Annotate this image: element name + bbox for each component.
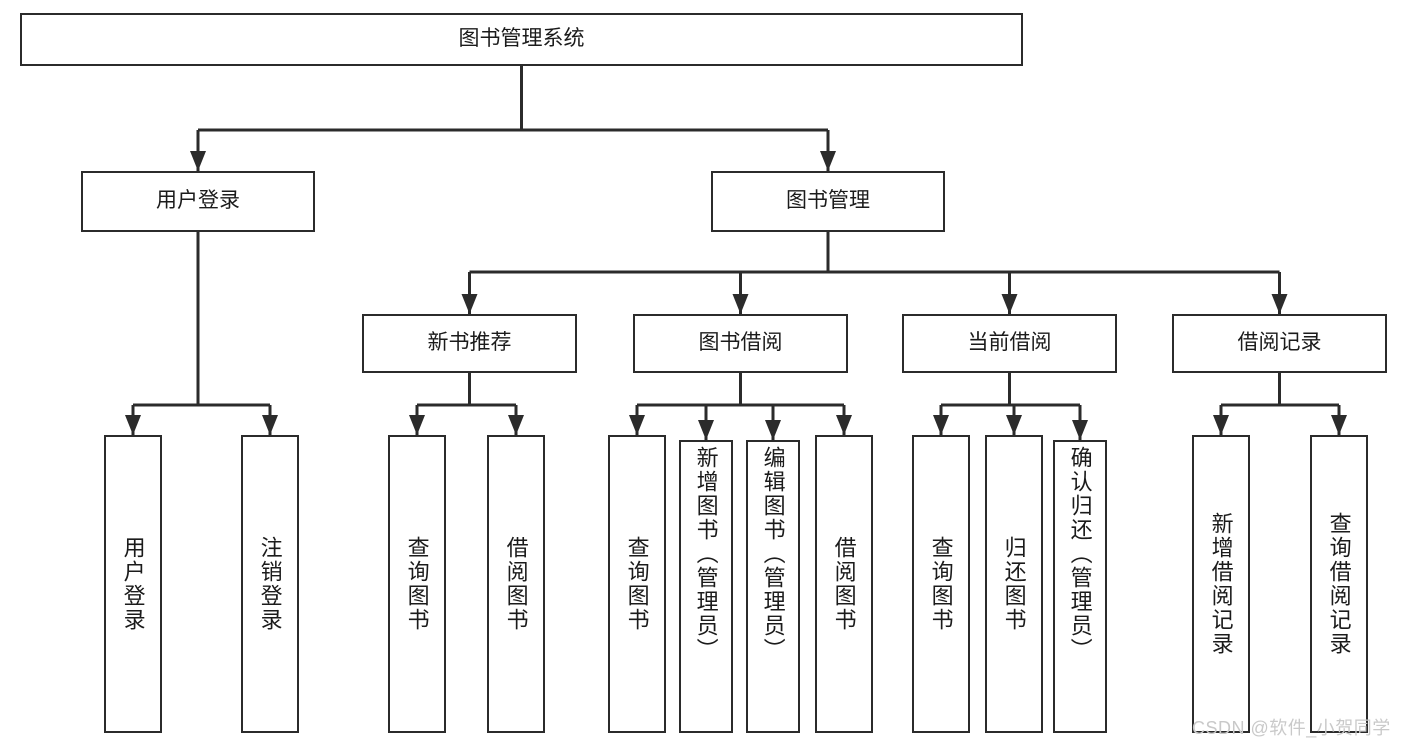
arrowhead-leaf-add-record <box>1213 415 1229 435</box>
node-label: 新书推荐 <box>427 331 512 355</box>
arrowhead-leaf-borrow-book-1 <box>508 415 524 435</box>
arrowhead-book-borrow <box>732 294 749 314</box>
node-book-borrow[interactable]: 图书借阅 <box>633 314 848 373</box>
node-user-login[interactable]: 用户登录 <box>81 171 315 232</box>
arrowhead-user-login <box>190 151 206 171</box>
node-label: 用户登录 <box>156 189 240 213</box>
arrowhead-leaf-return-book <box>1006 415 1022 435</box>
node-label: 注销登录 <box>257 536 283 632</box>
arrowhead-leaf-query-book-3 <box>933 415 949 435</box>
arrowhead-leaf-edit-book <box>765 420 781 440</box>
node-leaf-query-book-2[interactable]: 查询图书 <box>608 435 666 733</box>
node-label: 新增借阅记录 <box>1208 512 1234 656</box>
node-leaf-borrow-book-2[interactable]: 借阅图书 <box>815 435 873 733</box>
node-label: 新增图书（管理员） <box>693 446 719 662</box>
node-leaf-return-book[interactable]: 归还图书 <box>985 435 1043 733</box>
node-leaf-query-record[interactable]: 查询借阅记录 <box>1310 435 1368 733</box>
node-leaf-borrow-book-1[interactable]: 借阅图书 <box>487 435 545 733</box>
node-label: 图书管理系统 <box>458 27 585 51</box>
arrowhead-leaf-confirm-ret <box>1072 420 1088 440</box>
node-label: 借阅图书 <box>503 536 529 632</box>
node-label: 确认归还（管理员） <box>1067 446 1093 662</box>
node-leaf-add-book[interactable]: 新增图书（管理员） <box>679 440 733 733</box>
node-current-borrow[interactable]: 当前借阅 <box>902 314 1117 373</box>
node-label: 编辑图书（管理员） <box>760 446 786 662</box>
node-borrow-record[interactable]: 借阅记录 <box>1172 314 1387 373</box>
node-leaf-query-book-1[interactable]: 查询图书 <box>388 435 446 733</box>
arrowhead-leaf-query-book-2 <box>629 415 645 435</box>
node-label: 查询图书 <box>928 536 954 632</box>
node-label: 归还图书 <box>1001 536 1027 632</box>
arrowhead-borrow-record <box>1271 294 1288 314</box>
node-leaf-edit-book[interactable]: 编辑图书（管理员） <box>746 440 800 733</box>
node-leaf-user-login[interactable]: 用户登录 <box>104 435 162 733</box>
node-leaf-user-logout[interactable]: 注销登录 <box>241 435 299 733</box>
watermark-text: CSDN @软件_小贺同学 <box>1192 718 1391 738</box>
node-root[interactable]: 图书管理系统 <box>20 13 1023 66</box>
arrowhead-leaf-query-record <box>1331 415 1347 435</box>
node-label: 查询图书 <box>624 536 650 632</box>
arrowhead-leaf-add-book <box>698 420 714 440</box>
arrowhead-leaf-user-login <box>125 415 141 435</box>
arrowhead-new-book-rec <box>461 294 478 314</box>
arrowhead-current-borrow <box>1001 294 1018 314</box>
node-new-book-rec[interactable]: 新书推荐 <box>362 314 577 373</box>
node-leaf-confirm-ret[interactable]: 确认归还（管理员） <box>1053 440 1107 733</box>
arrowhead-leaf-user-logout <box>262 415 278 435</box>
node-label: 查询借阅记录 <box>1326 512 1352 656</box>
arrowhead-book-manage <box>820 151 836 171</box>
arrowhead-leaf-query-book-1 <box>409 415 425 435</box>
node-label: 用户登录 <box>120 536 146 632</box>
node-label: 借阅图书 <box>831 536 857 632</box>
arrowhead-leaf-borrow-book-2 <box>836 415 852 435</box>
node-label: 图书管理 <box>786 189 870 213</box>
node-leaf-query-book-3[interactable]: 查询图书 <box>912 435 970 733</box>
node-label: 当前借阅 <box>967 331 1052 355</box>
node-leaf-add-record[interactable]: 新增借阅记录 <box>1192 435 1250 733</box>
node-label: 借阅记录 <box>1237 331 1322 355</box>
node-label: 图书借阅 <box>698 331 783 355</box>
node-label: 查询图书 <box>404 536 430 632</box>
node-book-manage[interactable]: 图书管理 <box>711 171 945 232</box>
